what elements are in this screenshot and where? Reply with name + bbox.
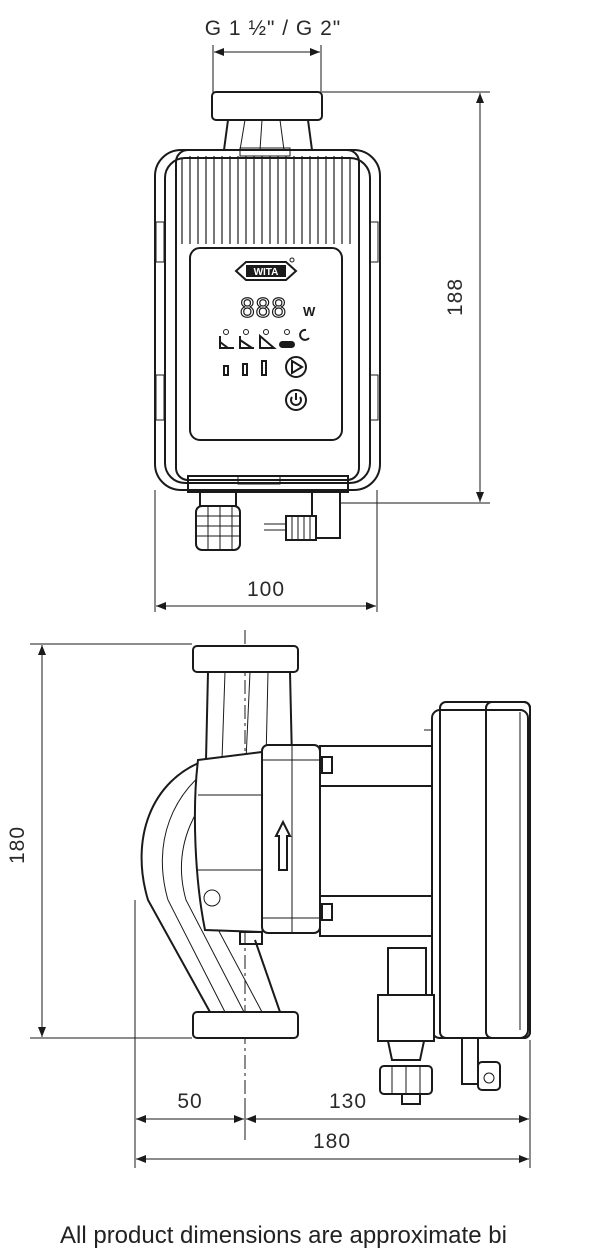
power-display-digits: 888 [240, 294, 287, 324]
left-offset-label: 50 [177, 1090, 202, 1113]
night-mode-icon [299, 328, 310, 341]
mode-button[interactable] [285, 356, 307, 378]
total-length-label: 180 [313, 1130, 351, 1153]
inlet-flange [192, 645, 299, 673]
side-height-label: 180 [6, 826, 29, 864]
power-unit-label: W [303, 304, 316, 319]
side-view: 180 50 130 180 [6, 630, 531, 1168]
cooling-grill [181, 156, 351, 244]
power-icon [290, 393, 302, 406]
dimensions-footnote: All product dimensions are approximate b… [60, 1222, 507, 1249]
side-cable-gland [387, 947, 427, 997]
motor-stator [261, 744, 321, 934]
pump-body-pipe [140, 671, 211, 1013]
right-offset-label: 130 [329, 1090, 367, 1113]
front-height-label: 188 [444, 278, 467, 316]
control-panel [189, 247, 343, 441]
electronics-box [431, 709, 529, 1039]
front-view: G 1 ½" / G 2" [154, 17, 490, 612]
wita-logo: WITA [234, 257, 298, 281]
play-triangle-icon [291, 359, 304, 375]
front-width-label: 100 [247, 578, 285, 601]
connection-size-label: G 1 ½" / G 2" [205, 17, 341, 40]
flow-direction-arrow-icon [274, 819, 292, 871]
svg-text:WITA: WITA [254, 267, 279, 278]
top-fitting [211, 91, 323, 121]
mode-icons [219, 328, 310, 349]
cable-gland [195, 491, 241, 551]
power-button[interactable] [285, 389, 307, 411]
outlet-flange [192, 1011, 299, 1039]
signal-connector [264, 491, 341, 541]
side-signal-connector [461, 1037, 479, 1085]
